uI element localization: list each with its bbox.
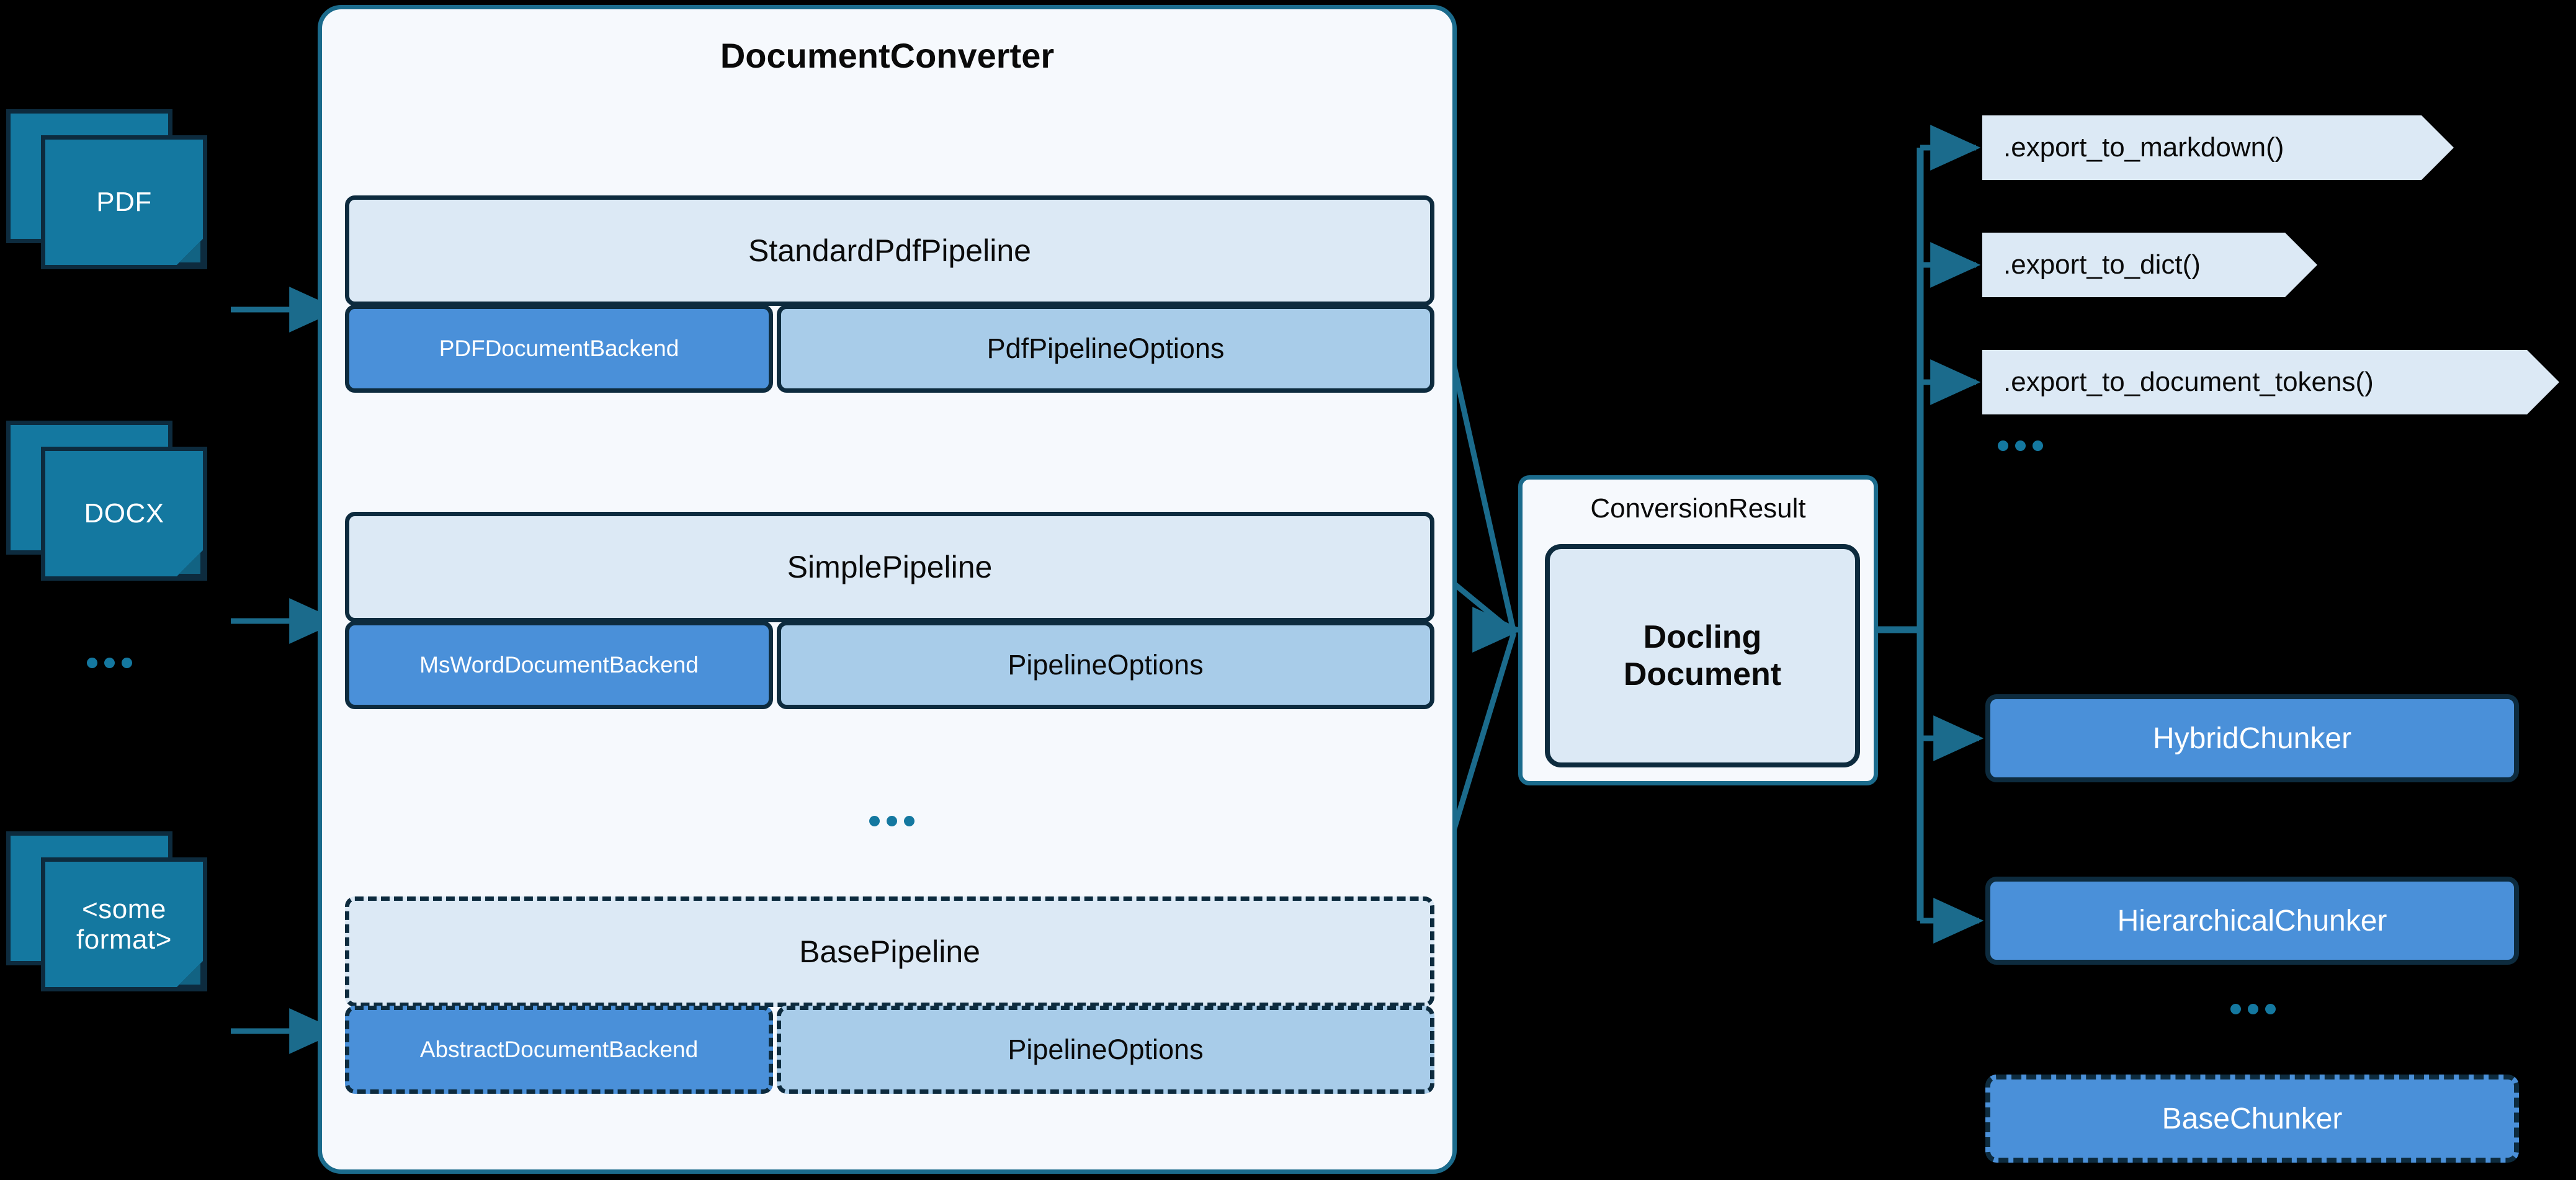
docling-document-line-1: Docling bbox=[1643, 619, 1762, 655]
document-front-sheet: PDF bbox=[41, 135, 207, 269]
pipeline-options[interactable]: PipelineOptions bbox=[777, 621, 1434, 709]
pipeline-components: MsWordDocumentBackend PipelineOptions bbox=[345, 621, 1434, 709]
docling-document-box[interactable]: Docling Document bbox=[1545, 544, 1860, 767]
page-fold-inner-icon bbox=[179, 963, 200, 985]
format-label-line-2: format> bbox=[76, 924, 172, 955]
page-fold-inner-icon bbox=[179, 553, 200, 574]
pipeline-options[interactable]: PipelineOptions bbox=[777, 1006, 1434, 1094]
document-front-sheet: <some format> bbox=[41, 857, 207, 991]
pipeline-backend[interactable]: AbstractDocumentBackend bbox=[345, 1006, 773, 1094]
export-method-document-tokens[interactable]: .export_to_document_tokens() bbox=[1982, 350, 2559, 414]
document-converter-panel: DocumentConverter StandardPdfPipeline PD… bbox=[318, 5, 1457, 1174]
pipeline-options[interactable]: PdfPipelineOptions bbox=[777, 305, 1434, 393]
pipeline-components: AbstractDocumentBackend PipelineOptions bbox=[345, 1006, 1434, 1094]
chunker-base[interactable]: BaseChunker bbox=[1985, 1075, 2519, 1163]
export-ellipsis-icon bbox=[1998, 440, 2043, 451]
document-front-sheet: DOCX bbox=[41, 447, 207, 581]
input-document-label: PDF bbox=[96, 187, 152, 218]
chunker-ellipsis-icon bbox=[2230, 1004, 2276, 1014]
conversion-result-title: ConversionResult bbox=[1590, 493, 1806, 524]
pipeline-backend[interactable]: PDFDocumentBackend bbox=[345, 305, 773, 393]
export-method-markdown[interactable]: .export_to_markdown() bbox=[1982, 115, 2454, 180]
pipeline-base[interactable]: BasePipeline AbstractDocumentBackend Pip… bbox=[345, 896, 1434, 1094]
input-document-label: DOCX bbox=[84, 498, 164, 529]
pipeline-components: PDFDocumentBackend PdfPipelineOptions bbox=[345, 305, 1434, 393]
chunker-hierarchical[interactable]: HierarchicalChunker bbox=[1985, 877, 2519, 965]
pipeline-simple[interactable]: SimplePipeline MsWordDocumentBackend Pip… bbox=[345, 512, 1434, 709]
page-fold-inner-icon bbox=[179, 241, 200, 262]
page-title: DocumentConverter bbox=[720, 36, 1055, 75]
input-document-label: <some format> bbox=[76, 894, 172, 955]
input-ellipsis-icon bbox=[87, 658, 132, 668]
pipeline-standard-pdf[interactable]: StandardPdfPipeline PDFDocumentBackend P… bbox=[345, 195, 1434, 393]
pipeline-name: BasePipeline bbox=[345, 896, 1434, 1007]
pipeline-name: StandardPdfPipeline bbox=[345, 195, 1434, 306]
pipeline-name: SimplePipeline bbox=[345, 512, 1434, 622]
pipeline-backend[interactable]: MsWordDocumentBackend bbox=[345, 621, 773, 709]
chunker-hybrid[interactable]: HybridChunker bbox=[1985, 694, 2519, 782]
export-method-dict[interactable]: .export_to_dict() bbox=[1982, 233, 2317, 297]
format-label-line-1: <some bbox=[82, 893, 166, 924]
docling-document-line-2: Document bbox=[1623, 656, 1782, 692]
pipeline-ellipsis-icon bbox=[869, 816, 915, 826]
conversion-result-panel: ConversionResult Docling Document bbox=[1518, 475, 1878, 785]
